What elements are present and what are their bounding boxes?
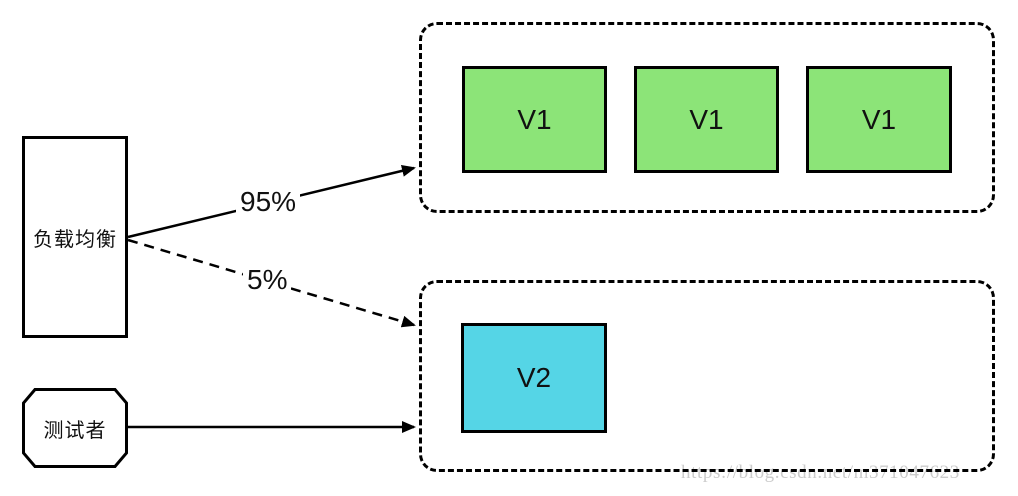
- octagon-shape: [22, 388, 128, 468]
- percent-label-5: 5%: [243, 264, 292, 296]
- v1-instance-box: V1: [462, 66, 607, 173]
- v1-instance-box: V1: [806, 66, 952, 173]
- tester-node: 测试者: [22, 388, 128, 468]
- v1-instance-box: V1: [634, 66, 779, 173]
- v1-instance-label: V1: [689, 103, 724, 135]
- v2-group-container: [419, 280, 995, 472]
- watermark-text: https://blog.csdn.net/m371047623: [681, 462, 960, 483]
- load-balancer-label: 负载均衡: [33, 228, 117, 251]
- tester-label: 测试者: [43, 419, 107, 442]
- v2-instance-label: V2: [516, 362, 552, 393]
- v1-instance-label: V1: [861, 103, 897, 135]
- v2-instance-box: V2: [461, 323, 607, 433]
- v1-group-container: [419, 22, 995, 213]
- load-balancer-node: 负载均衡: [22, 136, 128, 338]
- percent-label-95: 95%: [236, 186, 301, 218]
- v1-instance-label: V1: [517, 103, 552, 135]
